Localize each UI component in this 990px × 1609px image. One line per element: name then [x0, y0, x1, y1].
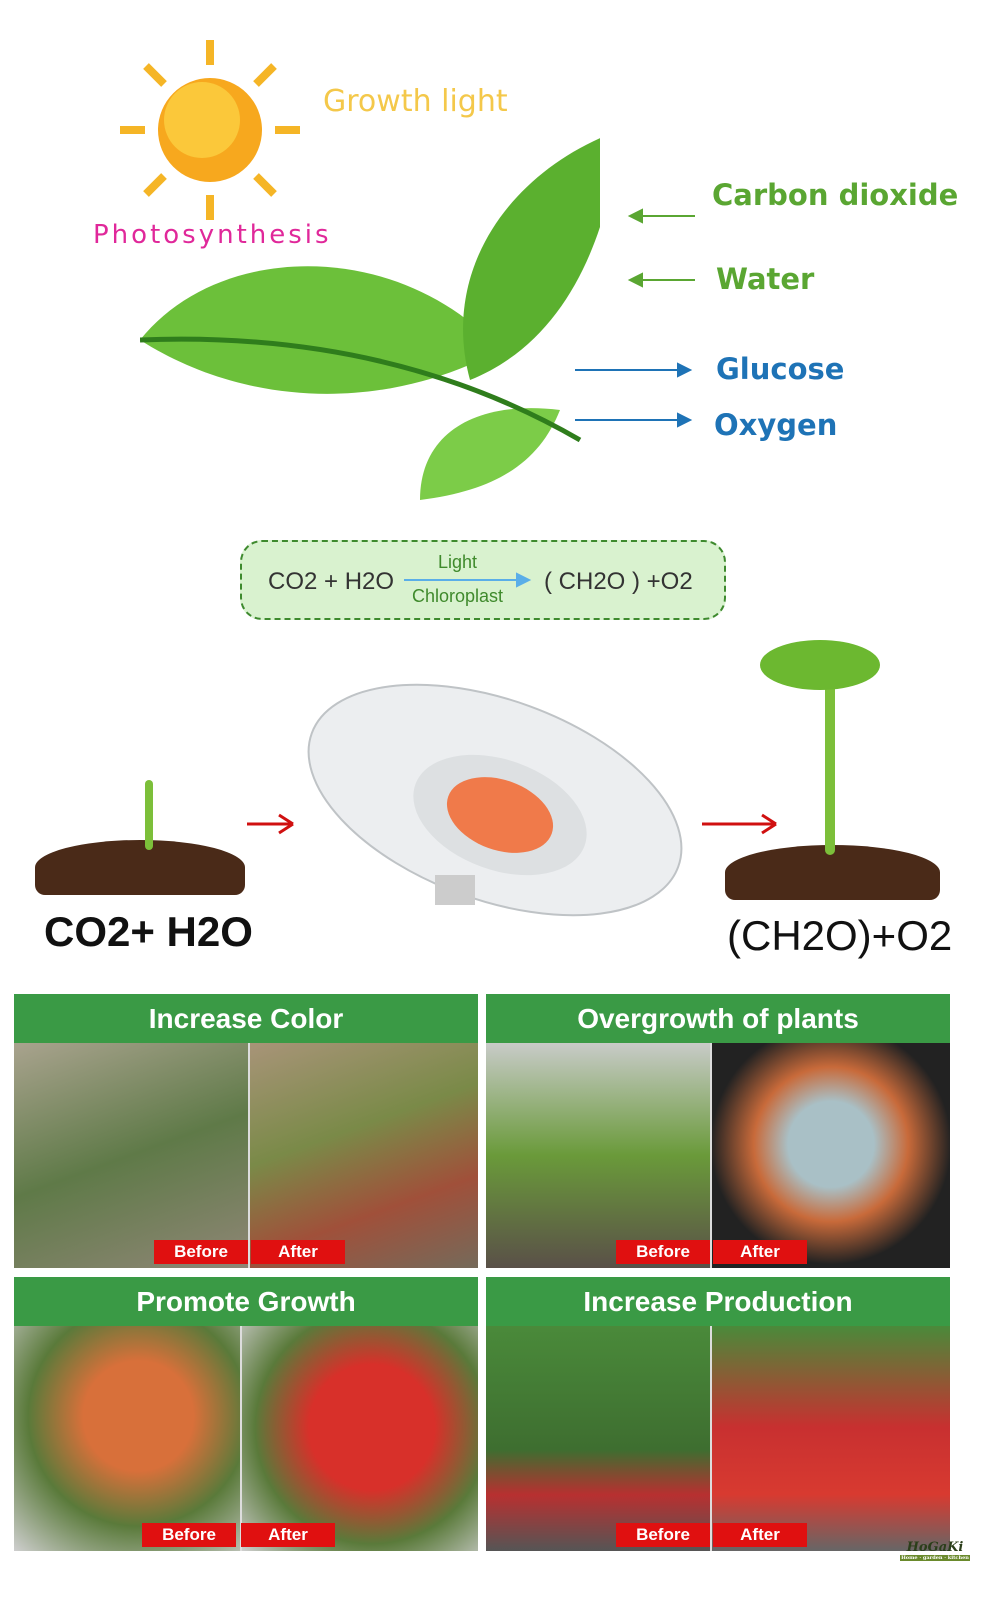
plant-leaf: [760, 640, 880, 690]
panel-increase-color: Increase Color Before After: [14, 994, 478, 1268]
process-right-label: (CH2O)+O2: [727, 912, 953, 959]
panel-overgrowth: Overgrowth of plants Before After: [486, 994, 950, 1268]
panel-title: Increase Color: [14, 994, 478, 1043]
panel-increase-production: Increase Production Before After: [486, 1277, 950, 1551]
before-tag: Before: [154, 1240, 248, 1264]
after-photo: [712, 1043, 950, 1268]
sun-icon: [120, 40, 300, 220]
panel-title: Increase Production: [486, 1277, 950, 1326]
oxygen-label: Oxygen: [714, 408, 838, 442]
formula-light: Light: [438, 552, 478, 572]
before-photo: [486, 1043, 710, 1268]
process-left-label: CO2+ H2O: [44, 908, 253, 955]
formula-reactants: CO2 + H2O: [268, 568, 395, 595]
glucose-label: Glucose: [716, 352, 845, 386]
arrows-icon: [575, 208, 695, 428]
after-photo: [242, 1326, 478, 1551]
formula-box: CO2 + H2O Light Chloroplast ( CH2O ) +O2: [240, 540, 726, 620]
after-tag: After: [713, 1523, 807, 1547]
soil-seedling-image: [35, 840, 245, 895]
ufo-grow-light-image: [307, 683, 683, 917]
logo-tagline: Home · garden · kitchen: [900, 1555, 970, 1561]
growth-light-label: Growth light: [323, 84, 508, 119]
water-label: Water: [716, 262, 815, 296]
red-arrow-icon: [247, 813, 294, 835]
before-photo: [14, 1326, 240, 1551]
before-tag: Before: [616, 1240, 710, 1264]
after-tag: After: [713, 1240, 807, 1264]
carbon-dioxide-label: Carbon dioxide: [712, 178, 959, 212]
panel-promote-growth: Promote Growth Before After: [14, 1277, 478, 1551]
before-tag: Before: [142, 1523, 236, 1547]
leaves-illustration: [140, 138, 600, 500]
after-tag: After: [241, 1523, 335, 1547]
arrow-icon: [404, 572, 532, 588]
plant-stem: [825, 680, 835, 855]
red-arrow-icon: [702, 813, 777, 835]
formula-chloroplast: Chloroplast: [412, 586, 504, 606]
after-photo: [712, 1326, 950, 1551]
seedling-stem: [145, 780, 153, 850]
formula-products: ( CH2O ) +O2: [544, 568, 693, 595]
after-photo: [250, 1043, 478, 1268]
before-photo: [14, 1043, 248, 1268]
before-photo: [486, 1326, 710, 1551]
photosynthesis-label: Photosynthesis: [93, 220, 332, 250]
before-tag: Before: [616, 1523, 710, 1547]
after-tag: After: [251, 1240, 345, 1264]
panel-title: Promote Growth: [14, 1277, 478, 1326]
logo-name: HoGaKi: [906, 1540, 964, 1555]
panel-title: Overgrowth of plants: [486, 994, 950, 1043]
